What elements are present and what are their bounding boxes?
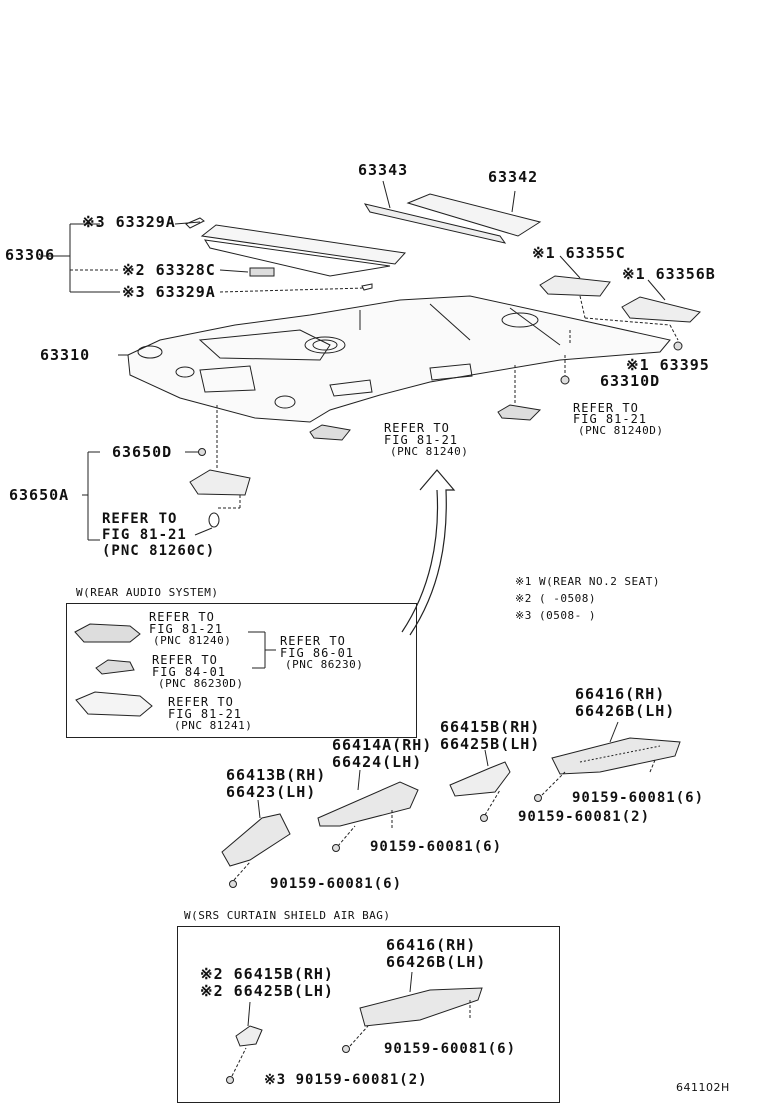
label-63356B: ※1 63356B [622,265,716,283]
label-63395: ※1 63395 [626,356,710,374]
audio-ref3-line1: REFER TO [168,695,234,709]
part-63343 [363,180,507,244]
ref-81260C-line1: REFER TO [102,511,178,527]
label-66426B-lower: 66426B(LH) [386,953,487,971]
audio-ref1-line3: (PNC 81240) [153,634,232,647]
label-63329A-bottom: ※3 63329A [122,283,216,301]
audio-ref2-line1: REFER TO [152,653,218,667]
label-bolt-2: 90159-60081(2) [518,809,651,825]
part-63356B [579,279,701,341]
ref-81240-line2: FIG 81-21 [384,433,459,447]
part-63310-headliner [118,295,671,423]
label-63650D: 63650D [112,443,173,461]
note-2: ※2 ( -0508) [515,592,596,605]
label-66423: 66423(LH) [226,783,317,801]
audio-ref4-line3: (PNC 86230) [285,658,364,671]
handle-66416-upper [534,721,681,802]
part-63395 [569,330,683,351]
label-66426B-upper: 66426B(LH) [575,702,676,720]
lamp-81240 [309,424,351,441]
audio-ref2-line3: (PNC 86230D) [158,677,244,690]
audio-box [66,603,417,738]
bracket-63306 [40,221,366,293]
part-63342 [406,190,542,237]
label-66425B-upper: 66425B(LH) [440,735,541,753]
audio-box-title: W(REAR AUDIO SYSTEM) [76,586,219,599]
label-66415B-upper: 66415B(RH) [440,718,541,736]
ref-81260C-line3: (PNC 81260C) [102,543,216,559]
label-66416-upper: 66416(RH) [575,685,666,703]
srs-box [177,926,560,1103]
note-3: ※3 (0508- ) [515,609,596,622]
srs-box-items [226,971,483,1084]
label-bolt-1: 90159-60081(6) [572,790,705,806]
srs-box-title: W(SRS CURTAIN SHIELD AIR BAG) [184,909,391,922]
label-63310: 63310 [40,346,91,364]
handle-66413B [221,799,291,888]
label-66416-lower: 66416(RH) [386,936,477,954]
ref-81240D-line1: REFER TO [573,401,639,415]
part-63650A [82,405,251,541]
lamp-81240D [497,365,542,421]
note-1: ※1 W(REAR NO.2 SEAT) [515,575,661,588]
part-63310D [560,355,570,385]
label-bolt-4: 90159-60081(6) [270,876,403,892]
ref-81260C-line2: FIG 81-21 [102,527,187,543]
figure-id: 641102H [676,1081,730,1094]
ref-81240-line3: (PNC 81240) [390,445,469,458]
handle-66415B-upper [449,749,511,822]
label-bolt-3: 90159-60081(6) [370,839,503,855]
label-63306: 63306 [5,246,56,264]
label-63329A-top: ※3 63329A [82,213,176,231]
audio-ref4-line2: FIG 86-01 [280,646,355,660]
part-upper-panel [185,217,407,291]
ref-81240D-line2: FIG 81-21 [573,412,648,426]
ref-81240-line1: REFER TO [384,421,450,435]
audio-box-items [74,623,276,717]
label-63342: 63342 [488,168,539,186]
label-63650A: 63650A [9,486,70,504]
audio-ref3-line2: FIG 81-21 [168,707,243,721]
label-66415B-lower: ※2 66415B(RH) [200,965,334,983]
ref-81240D-line3: (PNC 81240D) [578,424,664,437]
label-63343: 63343 [358,161,409,179]
audio-ref1-line1: REFER TO [149,610,215,624]
audio-ref2-line2: FIG 84-01 [152,665,227,679]
label-66413B: 66413B(RH) [226,766,327,784]
audio-ref1-line2: FIG 81-21 [149,622,224,636]
label-63328C: ※2 63328C [122,261,216,279]
audio-ref3-line3: (PNC 81241) [174,719,253,732]
part-63355C [539,255,611,297]
label-63355C: ※1 63355C [532,244,626,262]
handle-66414A [317,769,419,852]
label-bolt-6: ※3 90159-60081(2) [264,1072,428,1088]
audio-ref4-line1: REFER TO [280,634,346,648]
label-66424: 66424(LH) [332,753,423,771]
label-63310D: 63310D [600,372,661,390]
label-66425B-lower: ※2 66425B(LH) [200,982,334,1000]
arrow-pointer [401,469,456,636]
label-bolt-5: 90159-60081(6) [384,1041,517,1057]
label-66414A: 66414A(RH) [332,736,433,754]
